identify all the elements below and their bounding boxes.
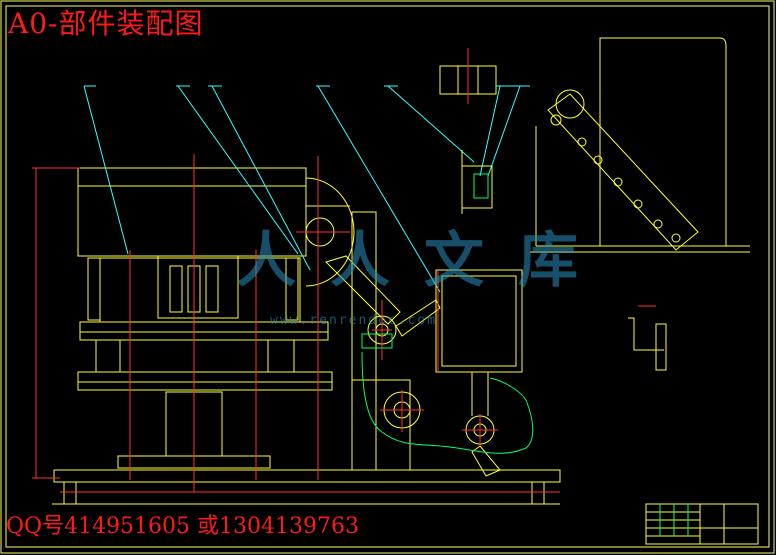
watermark-text: 人人文库 (236, 226, 612, 296)
drawing-border-inner (5, 5, 770, 548)
cam-profile-line (361, 351, 534, 454)
dimension-lines (32, 154, 560, 493)
leader-lines (83, 85, 530, 293)
green-block (361, 333, 393, 349)
watermark-url: www.renrendoc.com (270, 313, 438, 328)
press-body (52, 167, 561, 505)
detail-view-top (439, 48, 497, 214)
detail-bracket (628, 305, 667, 371)
drawing-title: A0-部件装配图 (8, 7, 204, 40)
detail-view-right (530, 37, 750, 253)
contact-info: QQ号414951605 或1304139763 (6, 514, 360, 539)
title-block (645, 503, 759, 545)
